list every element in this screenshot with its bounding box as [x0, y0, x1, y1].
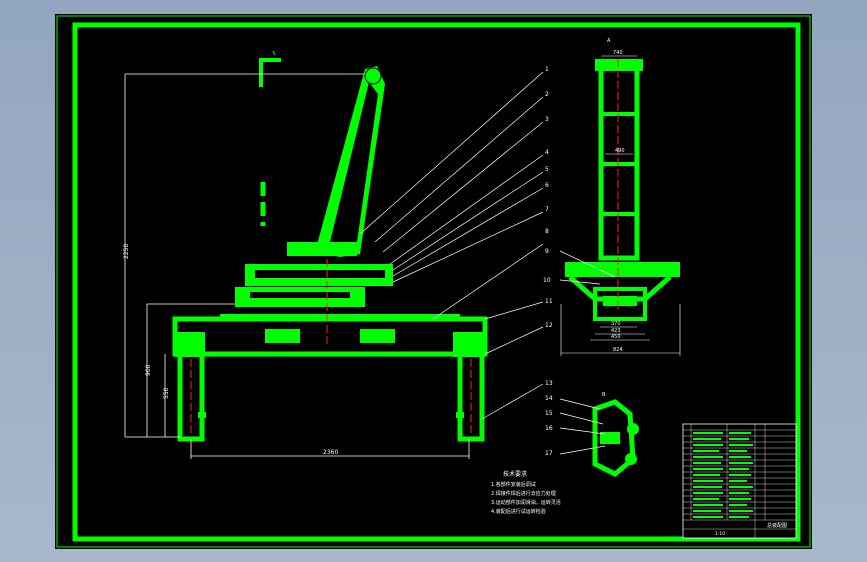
cad-drawing-canvas: 2250 900 550 2360 A 740 490 370 423 450 … [56, 15, 811, 548]
dim-leg-outer: 900 [145, 364, 152, 376]
balloon-3: 3 [545, 116, 549, 123]
dim-leg-inner: 550 [163, 387, 170, 399]
drawing-sheet: 2250 900 550 2360 A 740 490 370 423 450 … [55, 14, 812, 549]
leader-lines [359, 71, 616, 455]
balloon-4: 4 [545, 149, 549, 156]
dim-mid-width: 490 [615, 148, 625, 154]
balloon-10: 10 [543, 277, 551, 284]
balloon-1: 1 [545, 66, 549, 73]
balloon-17: 17 [545, 450, 553, 457]
dim-bottom-w2: 423 [611, 328, 621, 334]
dim-bottom-w4: 824 [613, 347, 623, 353]
balloon-7: 7 [545, 206, 549, 213]
side-base-plate [565, 262, 680, 277]
balloon-16: 16 [545, 425, 553, 432]
balloon-2: 2 [545, 91, 549, 98]
dim-bottom-w3: 450 [611, 334, 621, 340]
title-drawing-name: 总装配图 [767, 522, 787, 529]
balloon-12: 12 [545, 322, 553, 329]
notes-line-2: 2.焊接件焊后进行去应力处理 [491, 490, 556, 497]
detail-view [592, 399, 639, 477]
balloon-6: 6 [545, 182, 549, 189]
balloon-15: 15 [545, 410, 553, 417]
dim-bottom-w1: 370 [611, 321, 621, 327]
notes-line-4: 4.装配后进行试运转检验 [491, 508, 546, 515]
notes-line-3: 3.运动部件加润滑油，运转灵活 [491, 499, 561, 506]
dim-base-width: 2360 [323, 449, 338, 456]
top-pulley [364, 67, 382, 85]
balloon-13: 13 [545, 380, 553, 387]
front-view [124, 50, 488, 459]
notes-line-1: 1.各部件安装后调试 [491, 481, 536, 488]
title-scale: 1:10 [715, 531, 725, 537]
side-view [560, 55, 681, 356]
view-label-detail: B [602, 392, 606, 398]
outer-border [56, 15, 811, 548]
balloon-9: 9 [545, 248, 549, 255]
title-block: 总装配图 1:10 [682, 423, 797, 539]
operating-handle [259, 58, 281, 87]
balloon-11: 11 [545, 298, 553, 305]
dim-height-total: 2250 [123, 244, 130, 259]
side-bearing [593, 287, 647, 321]
view-label-side: A [607, 38, 611, 44]
main-beam [172, 316, 488, 357]
dim-top-width: 740 [613, 50, 623, 56]
right-leg [457, 351, 485, 442]
balloon-14: 14 [545, 395, 553, 402]
balloon-5: 5 [545, 166, 549, 173]
balloon-numbers: 1 2 3 4 5 6 7 8 9 10 11 12 13 14 15 16 1… [543, 66, 553, 457]
inner-border [72, 22, 801, 542]
technical-notes: 技术要求 1.各部件安装后调试 2.焊接件焊后进行去应力处理 3.运动部件加润滑… [491, 470, 561, 515]
notes-title: 技术要求 [503, 470, 527, 478]
bom-entries [693, 432, 753, 518]
balloon-8: 8 [545, 228, 549, 235]
dimension-lines [124, 73, 470, 459]
mast-frame [598, 59, 640, 261]
